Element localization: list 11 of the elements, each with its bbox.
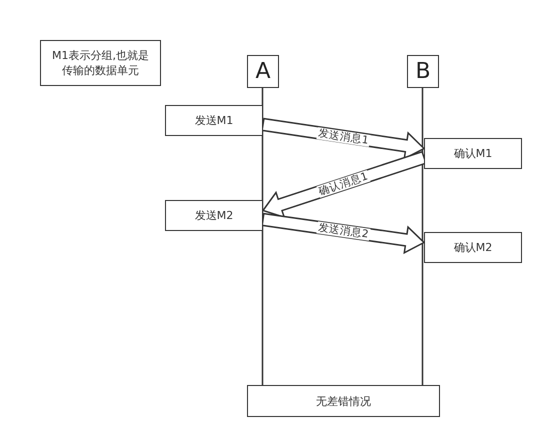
process-box: 确认M1 [424, 138, 522, 169]
lifeline-head: A [247, 55, 279, 88]
lifeline [422, 88, 424, 385]
process-box: 确认M2 [424, 232, 522, 263]
process-box: 发送M2 [165, 200, 263, 231]
edge-label: 发送消息2 [316, 221, 370, 241]
process-box: 无差错情况 [247, 385, 440, 417]
note-box: M1表示分组,也就是传输的数据单元 [40, 40, 161, 86]
lifeline [262, 88, 264, 385]
process-box: 发送M1 [165, 105, 263, 136]
lifeline-head: B [407, 55, 439, 88]
